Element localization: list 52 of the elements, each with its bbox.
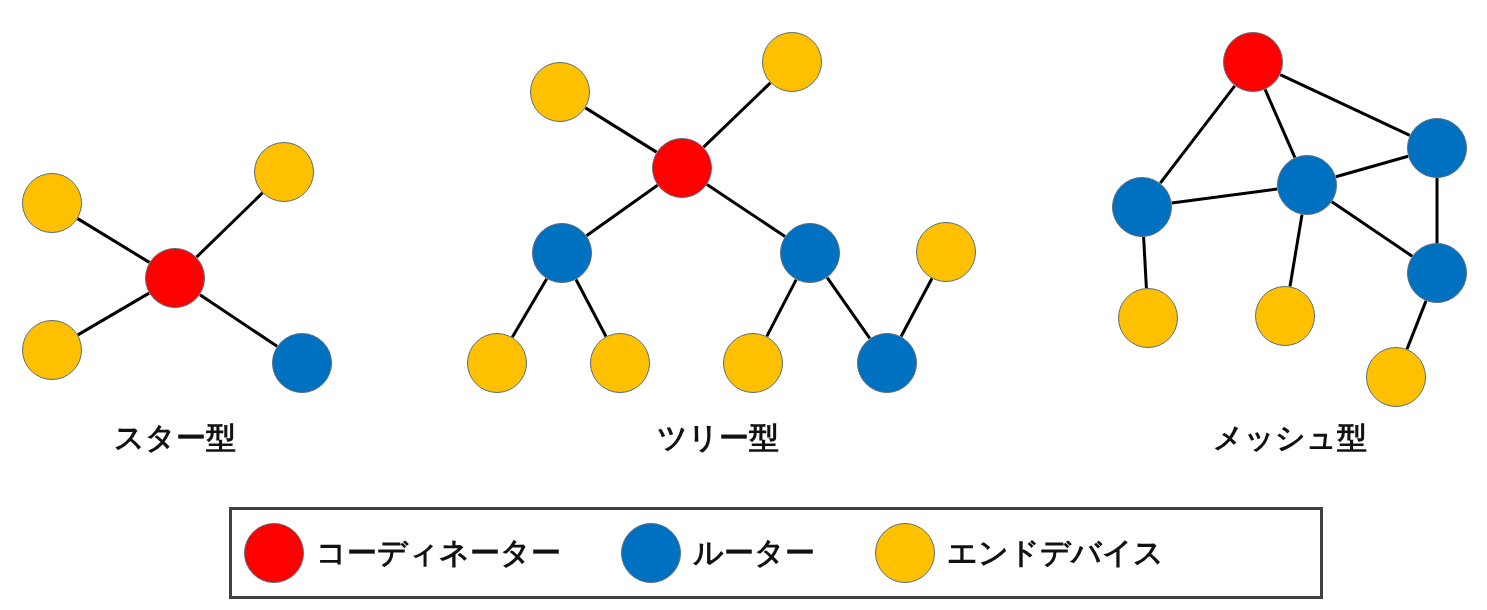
network-node-circle [916,222,976,282]
connector-line [1263,88,1297,159]
network-node-circle [1277,155,1337,215]
connector-line [195,191,264,259]
legend-text: エンドデバイス [947,533,1164,572]
network-node-circle [145,248,205,308]
network-node-circle [762,32,822,92]
topology-label: スター型 [114,419,236,457]
connector-line [899,277,934,338]
network-node-circle [22,173,82,233]
network-node-circle [272,333,332,393]
connector-line [199,293,278,348]
network-node-circle [723,333,783,393]
network-node-circle [780,223,840,283]
topology-label: メッシュ型 [1213,419,1367,457]
connector-line [706,183,786,238]
network-node-circle [22,320,82,380]
network-node-circle [530,62,590,122]
connector-line [1171,187,1278,205]
connector-line [1142,236,1148,289]
network-node-circle [1366,347,1426,407]
connector-line [1288,214,1304,287]
connector-line [585,184,659,237]
connector-line [584,106,658,154]
network-node-circle [1112,177,1172,237]
network-node-circle [467,333,527,393]
connector-line [76,217,151,264]
topology-label: ツリー型 [657,419,779,457]
connector-line [77,291,150,337]
network-node-circle [857,333,917,393]
network-node-circle [652,138,712,198]
connector-line [574,278,608,338]
network-node-circle [1118,288,1178,348]
connector-line [1159,84,1236,185]
connector-line [1279,73,1411,137]
connector-line [510,278,549,338]
connector-line [1335,154,1409,179]
connector-line [765,278,798,338]
legend-text: コーディネーター [316,533,561,572]
network-node-circle [532,223,592,283]
connector-line [1435,178,1439,243]
network-node-circle [1223,32,1283,92]
network-node-circle [1255,286,1315,346]
legend-text: ルーター [693,533,815,572]
network-node-circle [590,333,650,393]
connector-line [1331,200,1413,258]
connector-line [702,81,772,149]
network-node-circle [254,142,314,202]
network-node-circle [1407,118,1467,178]
network-node-circle [1407,243,1467,303]
connector-line [1405,300,1428,350]
connector-line [825,276,872,340]
